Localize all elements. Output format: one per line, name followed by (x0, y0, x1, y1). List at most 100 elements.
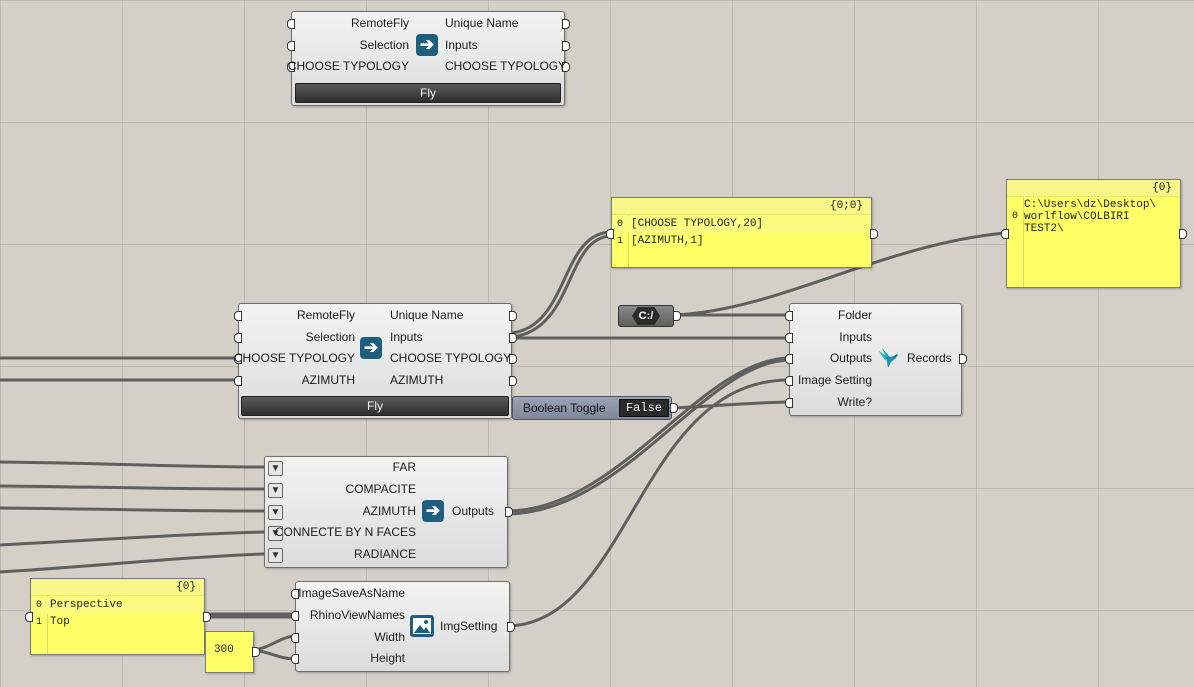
data-input-arrow-icon[interactable]: ▼ (268, 483, 283, 498)
input-label-connecte: CONNECTE BY N FACES (274, 525, 416, 539)
input-label-remotefly: RemoteFly (296, 308, 355, 322)
input-port[interactable] (287, 41, 295, 51)
number-param-300[interactable]: 300 (205, 631, 260, 673)
panel-inputs[interactable]: {0;0} 0 [CHOOSE TYPOLOGY,20] 1 [AZIMUTH,… (606, 197, 878, 268)
data-input-arrow-icon[interactable]: ▼ (268, 505, 283, 520)
file-path-param[interactable]: C:/ (618, 305, 681, 327)
input-port[interactable] (606, 229, 614, 239)
image-icon (410, 615, 434, 637)
input-port[interactable] (234, 311, 242, 321)
data-input-arrow-icon[interactable]: ▼ (268, 548, 283, 563)
input-port[interactable] (785, 354, 793, 364)
input-label-choose-typology: CHOOSE TYPOLOGY (287, 59, 409, 73)
panel-row: 0 [CHOOSE TYPOLOGY,20] (612, 216, 871, 233)
fly-button[interactable]: Fly (295, 83, 561, 103)
output-port[interactable] (959, 354, 967, 364)
input-label-height: Height (370, 651, 405, 665)
input-label-choose-typology: CHOOSE TYPOLOGY (233, 351, 355, 365)
output-port[interactable] (203, 612, 211, 622)
input-port[interactable] (234, 376, 242, 386)
fly-node-main[interactable]: RemoteFly Selection CHOOSE TYPOLOGY AZIM… (234, 303, 517, 419)
row-index: 0 (1012, 211, 1019, 222)
wire (0, 506, 266, 513)
input-label-outputs: Outputs (829, 351, 872, 365)
row-text: [AZIMUTH,1] (631, 235, 704, 247)
input-label-radiance: RADIANCE (353, 547, 416, 561)
input-port[interactable] (785, 311, 793, 321)
input-port[interactable] (287, 62, 295, 72)
output-port[interactable] (507, 622, 515, 632)
wire (670, 400, 791, 410)
output-port[interactable] (562, 62, 570, 72)
toggle-value[interactable]: False (619, 399, 669, 417)
fly-arrow-icon: ➔ (360, 337, 382, 359)
output-port[interactable] (1179, 229, 1187, 239)
path-text: C:\Users\dz\Desktop\ worlflow\COLBIRI TE… (1024, 199, 1156, 235)
input-port[interactable] (785, 333, 793, 343)
input-port[interactable] (291, 633, 299, 643)
input-port[interactable] (1001, 229, 1009, 239)
wire (252, 648, 297, 661)
fly-arrow-icon: ➔ (422, 500, 444, 522)
output-label-choose-typology: CHOOSE TYPOLOGY (445, 59, 567, 73)
panel-row: 1 Top (31, 614, 204, 631)
panel-path-header: {0;0} (612, 198, 871, 215)
wire (0, 552, 266, 574)
input-port[interactable] (287, 19, 295, 29)
output-port[interactable] (509, 333, 517, 343)
input-label-inputs: Inputs (839, 330, 872, 344)
input-port[interactable] (785, 398, 793, 408)
row-index: 1 (36, 617, 43, 628)
panel-gutter (1007, 197, 1024, 287)
output-port[interactable] (673, 311, 681, 321)
output-port[interactable] (509, 376, 517, 386)
input-label-width: Width (374, 630, 405, 644)
path-line: C:\Users\dz\Desktop\ (1024, 199, 1157, 211)
panel-gutter (612, 215, 629, 267)
boolean-toggle[interactable]: Boolean Toggle False (512, 396, 678, 420)
input-label-compacite: COMPACITE (345, 482, 416, 496)
wire (506, 358, 791, 516)
output-port[interactable] (562, 41, 570, 51)
colibri-records-node[interactable]: Folder Inputs Outputs Image Setting Writ… (785, 303, 967, 416)
wire (508, 378, 791, 628)
row-text: Top (50, 616, 70, 628)
fly-button[interactable]: Fly (241, 396, 509, 416)
toggle-label: Boolean Toggle (523, 401, 606, 415)
input-port[interactable] (291, 654, 299, 664)
input-port[interactable] (234, 354, 242, 364)
panel-folder-path[interactable]: {0} 0 C:\Users\dz\Desktop\ worlflow\COLB… (1001, 179, 1187, 288)
panel-row: 1 [AZIMUTH,1] (612, 233, 871, 250)
input-port[interactable] (234, 333, 242, 343)
image-setting-node[interactable]: ImageSaveAsName RhinoViewNames Width Hei… (291, 581, 515, 672)
output-port[interactable] (870, 229, 878, 239)
panel-view-names[interactable]: {0} 0 Perspective 1 Top (25, 578, 211, 655)
output-label-imgsetting: ImgSetting (440, 619, 498, 633)
file-path-icon: C:/ (632, 307, 660, 325)
input-port[interactable] (291, 589, 299, 599)
data-input-arrow-icon[interactable]: ▼ (268, 526, 283, 541)
wire (252, 634, 297, 652)
output-port[interactable] (509, 354, 517, 364)
input-label-imagesaveasname: ImageSaveAsName (298, 586, 405, 600)
output-label-inputs: Inputs (445, 38, 478, 52)
output-port[interactable] (670, 403, 678, 413)
data-outputs-node[interactable]: ▼ ▼ ▼ ▼ ▼ FAR COMPACITE AZIMUTH CONNECTE… (264, 456, 513, 568)
output-port[interactable] (505, 507, 513, 517)
panel-row: 0 Perspective (31, 597, 204, 614)
output-label-unique-name: Unique Name (390, 308, 464, 322)
data-input-arrow-icon[interactable]: ▼ (268, 461, 283, 476)
row-index: 0 (617, 219, 624, 230)
row-text: Perspective (50, 599, 123, 611)
output-port[interactable] (562, 19, 570, 29)
input-label-image-setting: Image Setting (797, 373, 872, 387)
output-port[interactable] (509, 311, 517, 321)
input-port[interactable] (25, 612, 33, 622)
input-port[interactable] (785, 376, 793, 386)
input-port[interactable] (291, 611, 299, 621)
output-label-inputs: Inputs (390, 330, 423, 344)
input-label-folder: Folder (837, 308, 872, 322)
output-port[interactable] (252, 647, 260, 657)
fly-node-top[interactable]: RemoteFly Selection CHOOSE TYPOLOGY ➔ Un… (287, 11, 570, 106)
